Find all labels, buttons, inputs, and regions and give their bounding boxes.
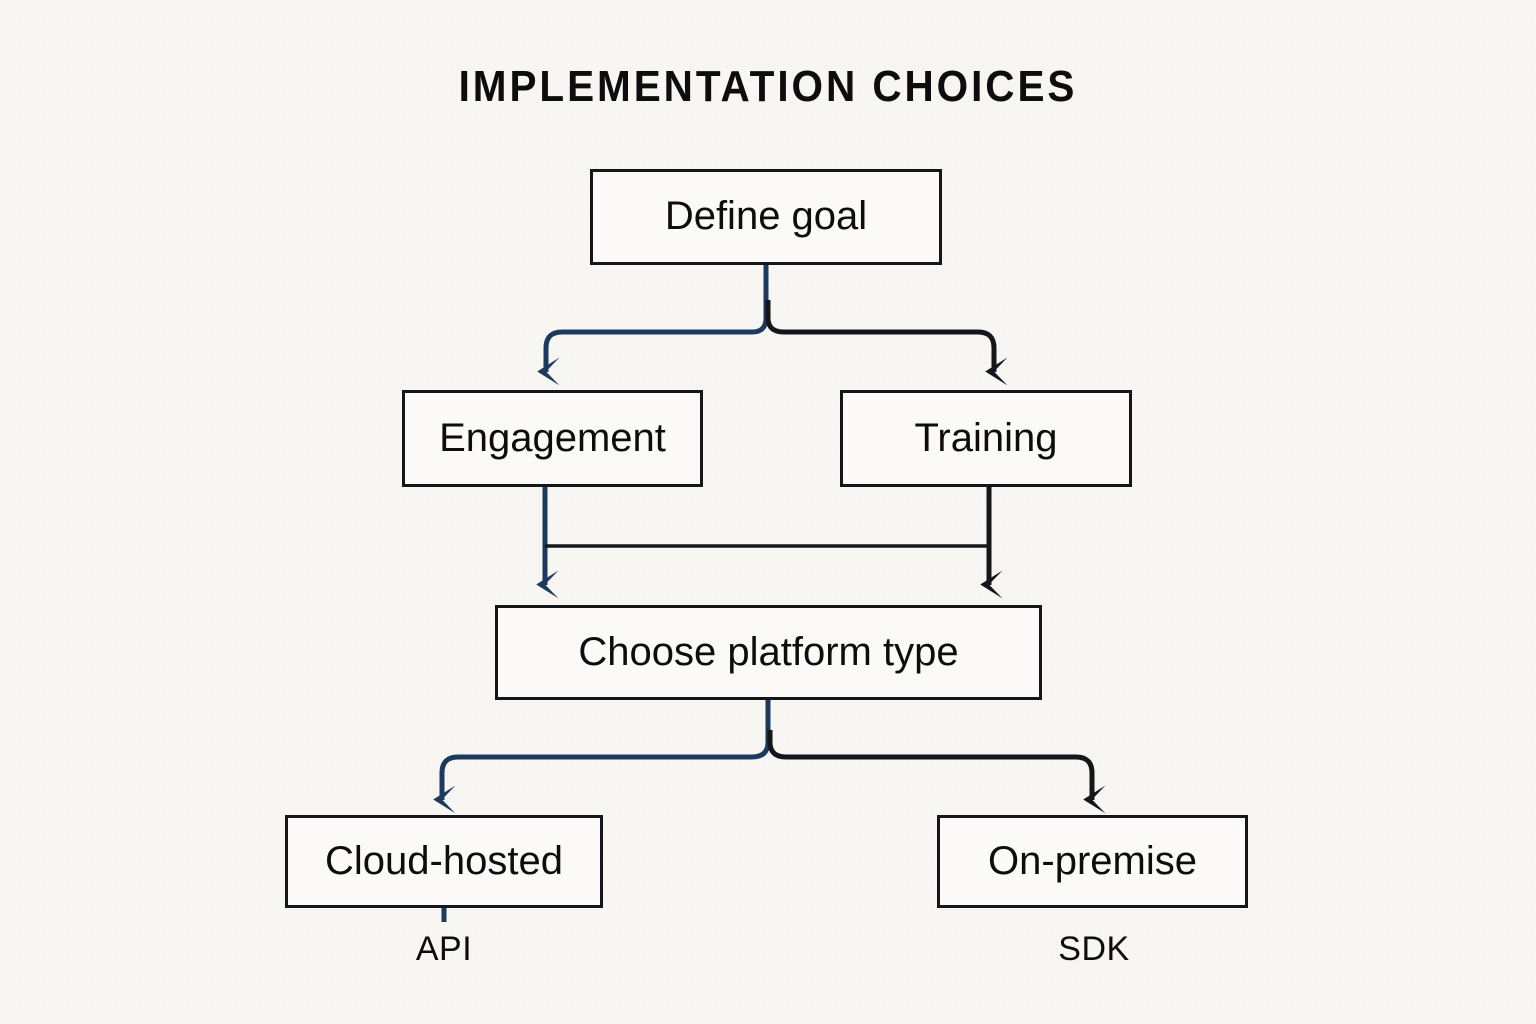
edge-define-goal-to-engagement <box>537 265 769 386</box>
node-label: Define goal <box>664 194 868 238</box>
edge-label-sdk: SDK <box>1058 930 1130 968</box>
node-label: Training <box>914 415 1058 460</box>
edge-define-goal-to-training <box>765 300 1008 386</box>
edge-choose-platform-to-on-premise <box>767 730 1106 814</box>
node-training[interactable]: Training <box>840 390 1132 487</box>
node-label: Engagement <box>439 415 666 460</box>
node-label: Choose platform type <box>578 629 959 674</box>
node-label: Cloud-hosted <box>325 838 563 883</box>
node-define-goal[interactable]: Define goal <box>590 169 942 265</box>
edge-choose-platform-to-cloud-hosted <box>433 700 771 814</box>
node-choose-platform-type[interactable]: Choose platform type <box>495 605 1042 700</box>
page-title: IMPLEMENTATION CHOICES <box>458 62 1078 111</box>
node-cloud-hosted[interactable]: Cloud-hosted <box>285 815 603 908</box>
node-engagement[interactable]: Engagement <box>402 390 703 487</box>
node-on-premise[interactable]: On-premise <box>937 815 1248 908</box>
edge-label-api: API <box>415 930 473 968</box>
node-label: On-premise <box>988 838 1197 883</box>
